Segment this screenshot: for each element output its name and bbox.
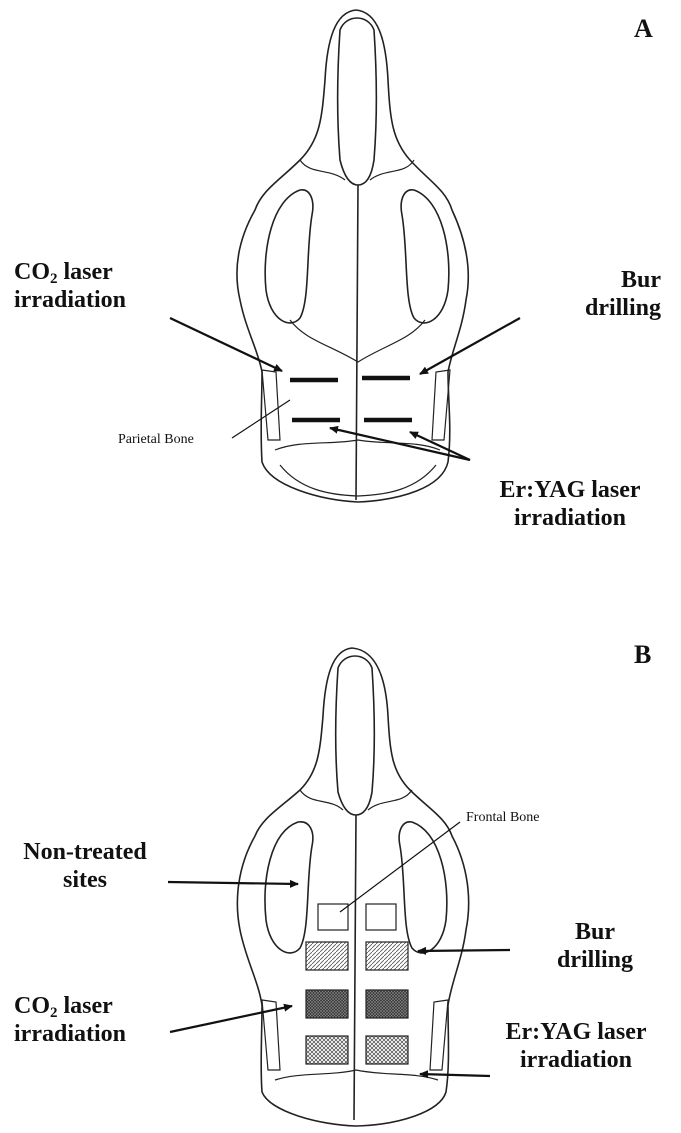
panel-b-co2-laser-text: laser xyxy=(58,993,113,1019)
site-bur-right xyxy=(366,942,408,970)
arrow-a-co2 xyxy=(170,318,282,371)
panel-b-treatment-sites xyxy=(306,904,408,1064)
skull-b-suture-mid xyxy=(354,815,356,1120)
site-co2-left xyxy=(306,990,348,1018)
panel-b-co2-label: CO2 laser irradiation xyxy=(14,992,126,1048)
skull-b xyxy=(237,648,468,1126)
panel-b-eryag-line2: irradiation xyxy=(486,1046,666,1074)
skull-a-nasal xyxy=(338,18,377,185)
skull-b-zyg-right xyxy=(430,1000,448,1070)
arrow-a-eryag-2 xyxy=(410,432,470,460)
panel-b-eryag-line1: Er:YAG laser xyxy=(486,1018,666,1046)
panel-b-bur-label: Bur drilling xyxy=(540,918,650,974)
skull-a-zyg-left xyxy=(262,370,280,440)
panel-b-bur-line1: Bur xyxy=(540,918,650,946)
skull-b-orbit-left xyxy=(265,822,313,953)
skull-a-outline xyxy=(237,10,468,502)
skull-a-orbit-right xyxy=(401,190,449,323)
skull-a-suture-mid xyxy=(356,185,358,500)
panel-b-bur-line2: drilling xyxy=(540,946,650,974)
skull-a-orbit-left xyxy=(265,190,313,323)
panel-b-eryag-label: Er:YAG laser irradiation xyxy=(486,1018,666,1074)
panel-a-bur-line2: drilling xyxy=(551,294,661,322)
skull-a-zyg-right xyxy=(432,370,450,440)
arrow-b-nontreated xyxy=(168,882,298,884)
panel-b-co2-line2: irradiation xyxy=(14,1020,126,1048)
site-nontreated-left xyxy=(318,904,348,930)
panel-a-letter: A xyxy=(634,14,653,44)
panel-a-arrows xyxy=(170,318,520,460)
skull-a-frontal-suture xyxy=(300,160,414,180)
parietal-bone-label: Parietal Bone xyxy=(118,432,194,448)
panel-b-co2-text: CO xyxy=(14,993,50,1019)
panel-a-bur-line1: Bur xyxy=(551,266,661,294)
skull-b-outline xyxy=(237,648,468,1126)
site-nontreated-right xyxy=(366,904,396,930)
skull-b-lambdoid xyxy=(275,1070,438,1080)
panel-a-co2-laser-text: laser xyxy=(58,259,113,285)
panel-b-nontreated-label: Non-treated sites xyxy=(10,838,160,894)
panel-a-eryag-label: Er:YAG laser irradiation xyxy=(480,476,660,532)
panel-a-co2-subscript: 2 xyxy=(50,271,58,287)
panel-b-letter: B xyxy=(634,640,651,670)
panel-a-bur-label: Bur drilling xyxy=(551,266,661,322)
panel-a-eryag-line2: irradiation xyxy=(480,504,660,532)
panel-b-nontreated-line1: Non-treated xyxy=(10,838,160,866)
panel-a-co2-line2: irradiation xyxy=(14,286,126,314)
skull-b-orbit-right xyxy=(399,822,447,953)
site-co2-right xyxy=(366,990,408,1018)
panel-a-co2-text: CO xyxy=(14,259,50,285)
arrow-b-bur xyxy=(418,950,510,951)
arrow-a-bur xyxy=(420,318,520,374)
arrow-b-eryag xyxy=(420,1074,490,1076)
skull-a xyxy=(237,10,468,502)
panel-a-co2-label: CO2 laser irradiation xyxy=(14,258,126,314)
arrow-b-co2 xyxy=(170,1006,292,1032)
site-eryag-right xyxy=(366,1036,408,1064)
panel-a-eryag-line1: Er:YAG laser xyxy=(480,476,660,504)
panel-b-nontreated-line2: sites xyxy=(10,866,160,894)
site-bur-left xyxy=(306,942,348,970)
panel-a-treatment-marks xyxy=(290,378,412,420)
skull-b-nasal xyxy=(336,656,375,815)
site-eryag-left xyxy=(306,1036,348,1064)
panel-b-co2-subscript: 2 xyxy=(50,1005,58,1021)
frontal-bone-label: Frontal Bone xyxy=(466,810,540,826)
frontal-leader-line xyxy=(340,822,460,912)
skull-b-frontal-suture xyxy=(300,790,412,810)
